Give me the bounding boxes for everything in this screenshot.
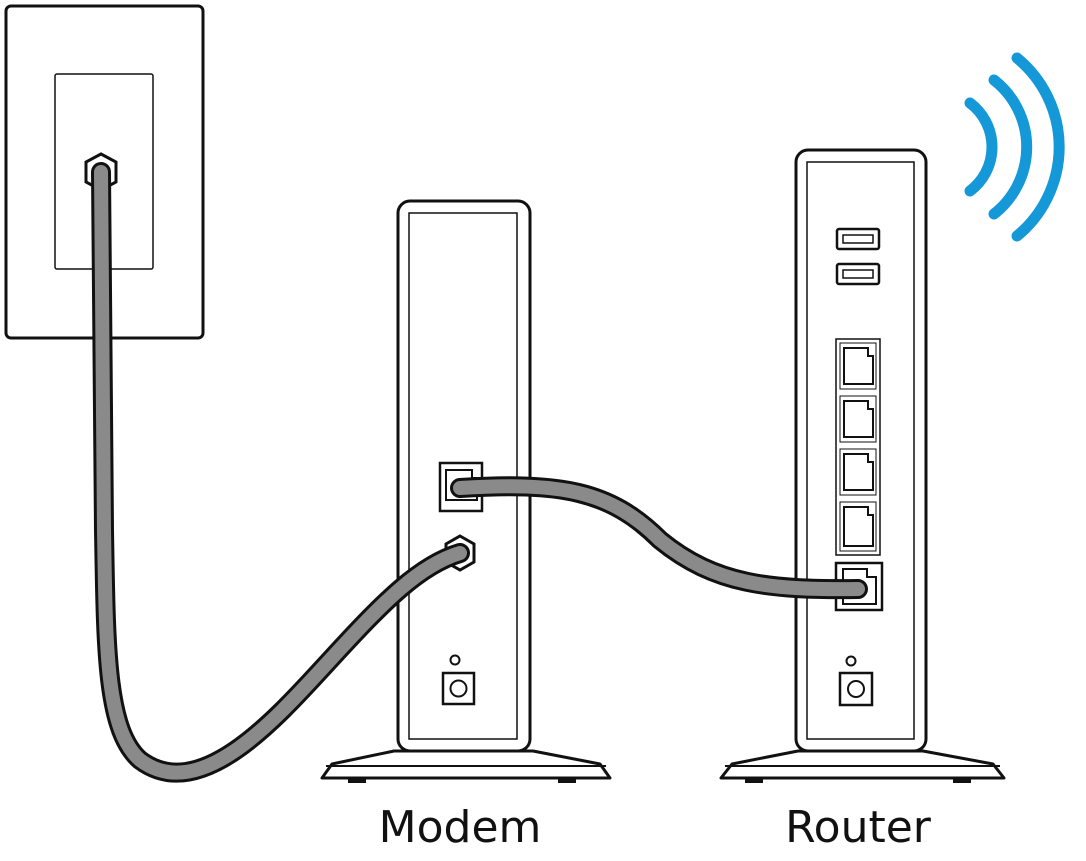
router-foot-right bbox=[953, 778, 971, 783]
usb-port-icon bbox=[835, 227, 881, 251]
router-power-led bbox=[845, 655, 857, 667]
coax-cable bbox=[91, 162, 470, 783]
ethernet-port-icon bbox=[839, 448, 877, 496]
modem-foot-right bbox=[558, 778, 576, 783]
ethernet-port-icon bbox=[839, 342, 877, 390]
router-panel bbox=[806, 161, 915, 740]
modem-label: Modem bbox=[378, 802, 542, 853]
power-port-icon bbox=[838, 671, 874, 707]
modem-panel bbox=[408, 212, 518, 740]
modem-stand bbox=[320, 749, 612, 780]
router bbox=[719, 148, 1006, 783]
router-foot-left bbox=[745, 778, 763, 783]
router-stand bbox=[719, 749, 1006, 780]
router-label: Router bbox=[785, 802, 931, 853]
modem-power-led bbox=[449, 654, 461, 666]
ethernet-port-icon bbox=[839, 395, 877, 443]
modem-foot-left bbox=[348, 778, 366, 783]
wifi-signal-icon bbox=[964, 52, 1065, 242]
ethernet-cable bbox=[450, 476, 868, 600]
power-port-icon bbox=[441, 671, 476, 706]
ethernet-port-icon bbox=[839, 501, 877, 552]
usb-port-icon bbox=[835, 262, 881, 286]
